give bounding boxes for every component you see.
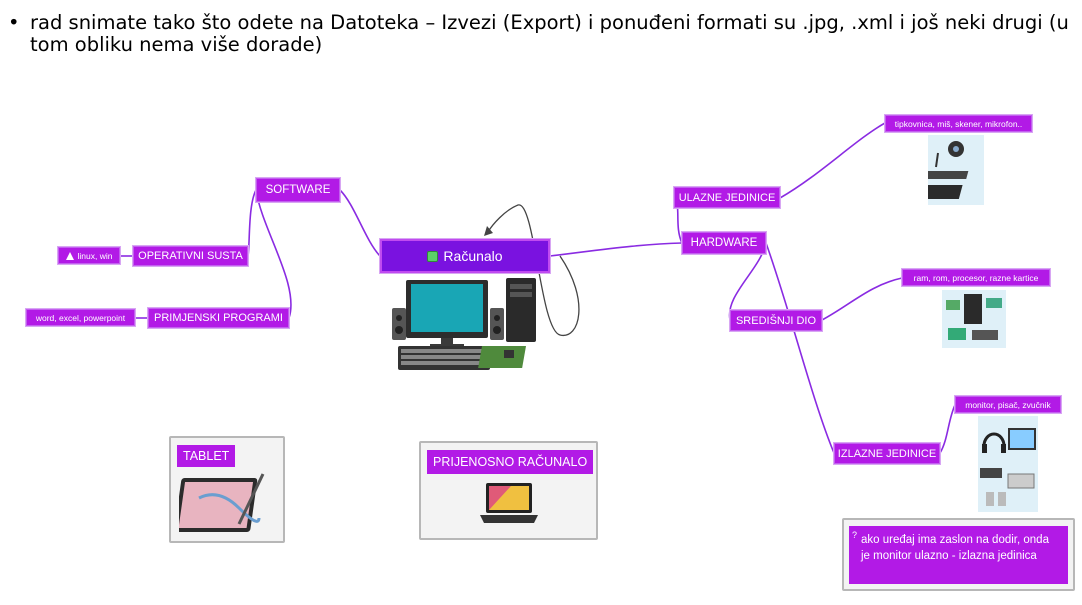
- software-node[interactable]: SOFTWARE: [256, 178, 340, 202]
- operativni-sustav-node[interactable]: OPERATIVNI SUSTA: [133, 246, 248, 266]
- bullet-text: rad snimate tako što odete na Datoteka –…: [30, 11, 1069, 56]
- ulazne-leaf-node[interactable]: tipkovnica, miš, skener, mikrofon..: [885, 115, 1032, 132]
- operativni-leaf-label: linux, win: [77, 250, 113, 261]
- laptop-panel[interactable]: PRIJENOSNO RAČUNALO: [419, 441, 598, 540]
- izlazne-jedinice-node[interactable]: IZLAZNE JEDINICE: [834, 443, 940, 464]
- cycle-arrow: [487, 204, 580, 336]
- primjenski-leaf-node[interactable]: word, excel, powerpoint: [26, 309, 135, 326]
- bullet-dot: •: [8, 11, 20, 34]
- izlazne-leaf-node[interactable]: monitor, pisač, zvučnik: [955, 396, 1061, 413]
- output-devices-image: [978, 416, 1038, 512]
- operativni-leaf-node[interactable]: linux, win: [58, 247, 120, 264]
- root-node-label: Računalo: [443, 248, 503, 264]
- central-unit-image: [942, 290, 1006, 348]
- link-software-primjenski: [255, 189, 292, 319]
- sredisnji-leaf-node[interactable]: ram, rom, procesor, razne kartice: [902, 269, 1050, 286]
- laptop-label: PRIJENOSNO RAČUNALO: [427, 450, 594, 474]
- tablet-panel[interactable]: TABLET: [169, 436, 285, 543]
- link-hardware-izlazne: [765, 242, 835, 454]
- root-node[interactable]: Računalo: [380, 239, 550, 273]
- desktop-computer-image: [392, 278, 536, 370]
- laptop-image: [480, 483, 538, 523]
- input-devices-image: [928, 135, 984, 205]
- question-icon: ?: [852, 530, 858, 540]
- link-software-operativni: [247, 189, 257, 257]
- note-box: ? ako uređaj ima zaslon na dodir, onda j…: [849, 526, 1068, 584]
- root-node-icon: [427, 250, 439, 262]
- note-panel[interactable]: ? ako uređaj ima zaslon na dodir, onda j…: [842, 518, 1075, 591]
- link-root-software: [339, 189, 381, 257]
- link-ulazne-leaf: [779, 122, 886, 199]
- sredisnji-dio-node[interactable]: SREDIŠNJI DIO: [730, 310, 822, 331]
- ulazne-jedinice-node[interactable]: ULAZNE JEDINICE: [674, 187, 780, 208]
- link-izlazne-leaf: [939, 404, 956, 454]
- hardware-node[interactable]: HARDWARE: [682, 232, 766, 254]
- linux-icon: [65, 251, 74, 260]
- primjenski-programi-node[interactable]: PRIMJENSKI PROGRAMI: [148, 308, 289, 328]
- link-hardware-sredisnji: [728, 242, 767, 321]
- link-sredisnji-leaf: [821, 277, 903, 321]
- cycle-arrow-head: [484, 226, 493, 236]
- tablet-label: TABLET: [177, 445, 236, 467]
- note-text: ako uređaj ima zaslon na dodir, onda je …: [861, 534, 1049, 562]
- link-root-hardware: [549, 242, 683, 257]
- tablet-image: [179, 473, 265, 532]
